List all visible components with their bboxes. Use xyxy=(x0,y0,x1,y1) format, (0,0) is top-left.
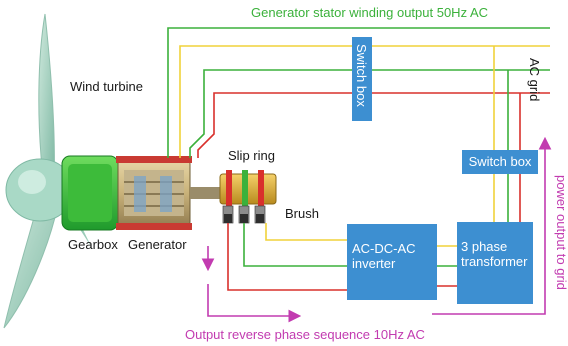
generator-illustration xyxy=(116,156,222,230)
transformer-label-line2: transformer xyxy=(461,253,528,269)
grid-to-transformer-wires xyxy=(493,46,521,222)
stator-output-label: Generator stator winding output 50Hz AC xyxy=(251,5,489,20)
transformer-box: 3 phase transformer xyxy=(457,222,533,304)
rotor-wires xyxy=(227,223,347,291)
ac-grid-label: AC grid xyxy=(527,58,542,102)
generator-label: Generator xyxy=(128,237,187,252)
reverse-phase-label: Output reverse phase sequence 10Hz AC xyxy=(185,327,425,342)
switch-box: Switch box xyxy=(462,150,538,174)
slip-ring-label: Slip ring xyxy=(228,148,275,163)
switch-box-vertical: Switch box xyxy=(352,37,372,121)
switch-box-vertical-label: Switch box xyxy=(354,44,369,107)
stator-wires xyxy=(167,27,550,158)
gearbox-illustration xyxy=(61,155,119,231)
transformer-label-line1: 3 phase xyxy=(461,239,508,254)
inverter-label-line1: AC-DC-AC xyxy=(352,241,416,256)
brush-label: Brush xyxy=(285,206,319,221)
brush-illustration xyxy=(222,205,266,224)
power-output-label: power output to grid xyxy=(554,175,568,290)
wind-turbine-label: Wind turbine xyxy=(70,79,143,94)
switch-box-label: Switch box xyxy=(468,153,532,169)
power-flow-arrows xyxy=(201,136,552,323)
inverter-box: AC-DC-AC inverter xyxy=(347,224,437,300)
inverter-label-line2: inverter xyxy=(352,255,396,271)
slip-ring-illustration xyxy=(219,170,277,208)
inverter-transformer-wires xyxy=(437,245,457,287)
gearbox-label: Gearbox xyxy=(68,237,118,252)
